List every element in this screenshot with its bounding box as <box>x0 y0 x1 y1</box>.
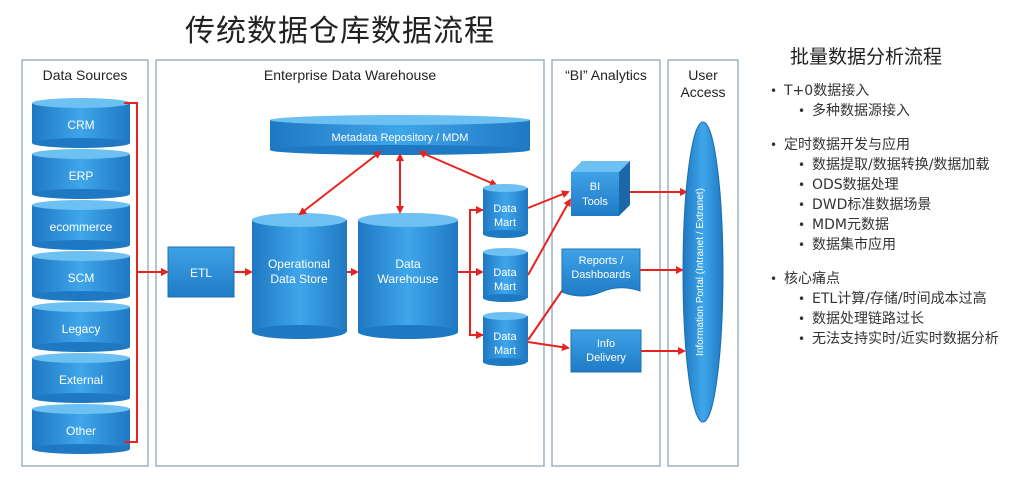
metadata-label: Metadata Repository / MDM <box>332 132 469 144</box>
group-label: 定时数据开发与应用 <box>760 135 1015 155</box>
arrow-mart1-bitools <box>527 190 570 209</box>
dw-flow-diagram: Data Sources Enterprise Data Warehouse “… <box>21 59 739 467</box>
ods-label-line1: Operational <box>268 257 330 271</box>
group-item: 数据处理链路过长 <box>760 309 1015 329</box>
operational-data-store: Operational Data Store <box>252 213 347 339</box>
mart-label-line1: Data <box>493 267 517 279</box>
mart-label-line1: Data <box>493 203 517 215</box>
group-label: 核心痛点 <box>760 269 1015 289</box>
group-item: 数据集市应用 <box>760 235 1015 255</box>
side-title: 批量数据分析流程 <box>790 46 943 68</box>
source-label: CRM <box>67 118 94 132</box>
group-item: 数据提取/数据转换/数据加载 <box>760 155 1015 175</box>
info-label-line2: Delivery <box>586 352 626 364</box>
source-erp: ERP <box>32 149 130 199</box>
page-title: 传统数据仓库数据流程 <box>185 14 495 49</box>
group-item: DWD标准数据场景 <box>760 195 1015 215</box>
dw-label-line1: Data <box>395 257 421 271</box>
group-label: T+0数据接入 <box>760 81 1015 101</box>
group-item: 无法支持实时/近实时数据分析 <box>760 329 1015 349</box>
source-other: Other <box>32 404 130 454</box>
user-heading-line1: User <box>688 67 718 83</box>
user-heading-line2: Access <box>680 84 725 100</box>
arrow-mart2-bitools <box>527 198 571 276</box>
group-item: ETL计算/存储/时间成本过高 <box>760 289 1015 309</box>
arrow-metadata-mart <box>418 150 498 187</box>
side-list: T+0数据接入 多种数据源接入 定时数据开发与应用 数据提取/数据转换/数据加载… <box>760 81 1015 349</box>
arrow-metadata-ods <box>298 150 382 216</box>
bi-heading: “BI” Analytics <box>565 67 647 83</box>
source-label: External <box>59 373 103 387</box>
portal-label: Information Portal (Intranet / Extranet) <box>695 188 706 356</box>
source-label: SCM <box>68 271 95 285</box>
source-scm: SCM <box>32 251 130 301</box>
source-label: ERP <box>69 169 94 183</box>
reports-label-line1: Reports / <box>579 255 625 267</box>
dw-label-line2: Warehouse <box>378 272 439 286</box>
reports-label-line2: Dashboards <box>571 269 631 281</box>
mart-label-line2: Mart <box>494 217 516 229</box>
mart-label-line2: Mart <box>494 281 516 293</box>
bi-tools-label-line1: BI <box>590 181 600 193</box>
arrow-mart3-reports <box>527 280 570 341</box>
data-mart-3: Data Mart <box>483 312 528 366</box>
spacer <box>760 121 1015 135</box>
source-label: ecommerce <box>50 220 113 234</box>
data-mart-2: Data Mart <box>483 248 528 302</box>
information-portal: Information Portal (Intranet / Extranet) <box>682 121 724 423</box>
mart-label-line1: Data <box>493 331 517 343</box>
info-label-line1: Info <box>597 338 615 350</box>
side-panel: 批量数据分析流程 T+0数据接入 多种数据源接入 定时数据开发与应用 数据提取/… <box>760 42 1015 349</box>
edw-heading: Enterprise Data Warehouse <box>264 67 436 83</box>
ods-label-line2: Data Store <box>270 272 328 286</box>
source-external: External <box>32 353 130 403</box>
source-label: Other <box>66 424 96 438</box>
reports-dashboards: Reports / Dashboards <box>561 248 641 297</box>
source-crm: CRM <box>32 98 130 148</box>
spacer <box>760 255 1015 269</box>
source-ecommerce: ecommerce <box>32 200 130 250</box>
source-legacy: Legacy <box>32 302 130 352</box>
group-item: 多种数据源接入 <box>760 101 1015 121</box>
info-delivery-box <box>570 329 642 373</box>
metadata-repository: Metadata Repository / MDM <box>270 115 530 155</box>
bi-tools-cube: BI Tools <box>571 161 630 216</box>
arrow-mart3-info <box>527 341 570 352</box>
group-item: MDM元数据 <box>760 215 1015 235</box>
group-item: ODS数据处理 <box>760 175 1015 195</box>
source-label: Legacy <box>62 322 101 336</box>
sources-heading: Data Sources <box>43 67 128 83</box>
bi-tools-label-line2: Tools <box>582 196 608 208</box>
data-warehouse: Data Warehouse <box>358 213 458 339</box>
etl-label: ETL <box>190 266 212 280</box>
data-mart-1: Data Mart <box>483 184 528 238</box>
mart-label-line2: Mart <box>494 345 516 357</box>
